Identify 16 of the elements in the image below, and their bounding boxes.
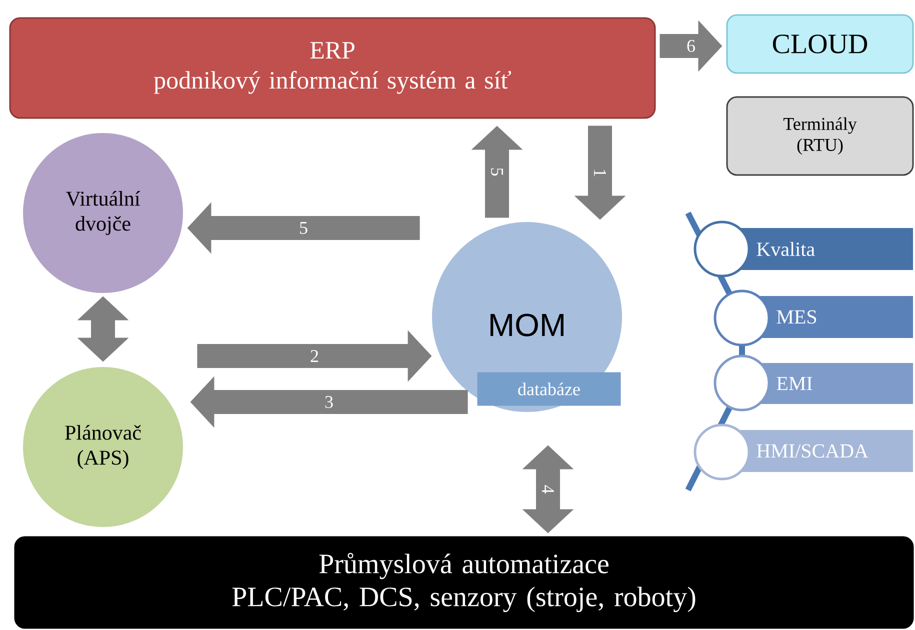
list-item: HMI/SCADA <box>694 424 913 480</box>
edge-label: 4 <box>541 484 555 495</box>
edge-label: 5 <box>298 221 309 235</box>
edge-label: 3 <box>324 394 334 410</box>
terminal-box: Terminály (RTU) <box>726 96 914 176</box>
edge-label: 5 <box>490 166 504 178</box>
edge-label: 2 <box>309 349 320 363</box>
automation-box: Průmyslová automatizace PLC/PAC, DCS, senzory (stroje, roboty) <box>14 536 914 629</box>
list-item: EMI <box>714 354 913 412</box>
process-box: ERP podnikový informační systém a síť <box>9 17 656 119</box>
edge-label: 6 <box>686 38 696 54</box>
edge-label: 1 <box>593 167 607 178</box>
cloud-box: CLOUD <box>726 14 914 74</box>
list-item: MES <box>714 290 913 346</box>
database-box: databáze <box>477 372 621 406</box>
list-item: Kvalita <box>694 220 913 278</box>
